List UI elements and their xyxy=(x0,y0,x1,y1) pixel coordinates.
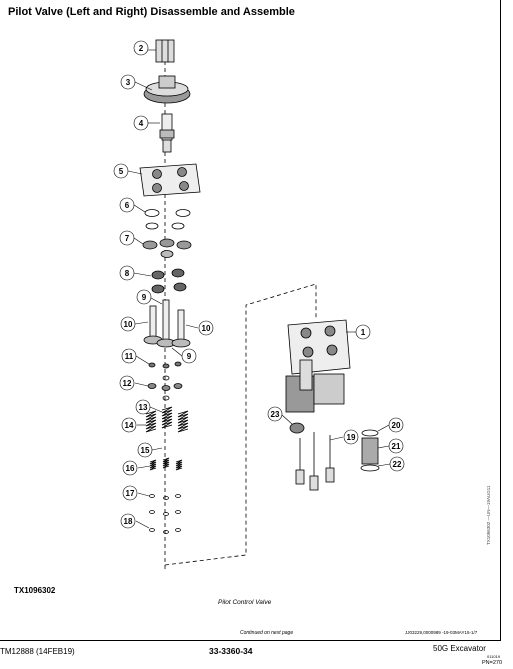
part-bushing xyxy=(289,422,305,434)
svg-text:5: 5 xyxy=(119,167,124,176)
svg-text:9: 9 xyxy=(187,352,192,361)
svg-text:11: 11 xyxy=(125,352,134,361)
callout-17 xyxy=(122,485,138,501)
callout-19 xyxy=(343,429,359,445)
svg-text:6: 6 xyxy=(125,201,130,210)
part-springs xyxy=(145,406,189,433)
part-seals xyxy=(144,209,191,230)
continued-note: Continued on next page xyxy=(240,630,294,636)
svg-text:15: 15 xyxy=(141,446,150,455)
figure-caption: Pilot Control Valve xyxy=(218,599,272,606)
footer-model: 50G Excavator xyxy=(433,644,486,653)
callout-4 xyxy=(133,115,149,131)
svg-text:10: 10 xyxy=(202,324,211,333)
reference-code: JJ03229,0000989 -19-03MAY15-1/7 xyxy=(405,630,478,635)
svg-text:23: 23 xyxy=(271,410,280,419)
svg-text:7: 7 xyxy=(125,234,130,243)
part-probes xyxy=(295,432,335,491)
part-plug-ring xyxy=(360,429,380,472)
svg-text:2: 2 xyxy=(139,44,144,53)
callout-1 xyxy=(355,324,371,340)
svg-text:1: 1 xyxy=(361,328,366,337)
part-shims xyxy=(149,494,181,534)
callout-9a xyxy=(136,289,152,305)
part-small-washers xyxy=(147,361,183,401)
callout-6 xyxy=(119,197,135,213)
svg-text:21: 21 xyxy=(392,442,401,451)
callout-11 xyxy=(121,348,137,364)
callout-5 xyxy=(113,163,129,179)
callout-10b xyxy=(198,320,214,336)
part-bushings xyxy=(142,238,192,258)
svg-text:3: 3 xyxy=(126,78,131,87)
callout-12 xyxy=(119,375,135,391)
assembly-guide-line xyxy=(164,283,317,566)
svg-text:13: 13 xyxy=(139,403,148,412)
svg-text:4: 4 xyxy=(139,119,144,128)
svg-text:20: 20 xyxy=(392,421,401,430)
callout-14 xyxy=(121,417,137,433)
part-pusher xyxy=(159,113,175,153)
figure-id: TX1096302 xyxy=(14,586,56,595)
part-spool-assemblies xyxy=(143,299,191,348)
callout-15 xyxy=(137,442,153,458)
footer-page-number: 33-3360-34 xyxy=(209,646,253,656)
callout-9b xyxy=(181,348,197,364)
svg-text:14: 14 xyxy=(125,421,134,430)
part-nut xyxy=(155,39,175,63)
callout-20 xyxy=(388,417,404,433)
footer-pn: PN=270 xyxy=(482,660,503,666)
part-plate xyxy=(143,75,191,104)
part-small-springs xyxy=(149,457,183,471)
footer-manual-id: TM12888 (14FEB19) xyxy=(0,647,75,656)
part-plate-four-holes xyxy=(139,163,201,197)
svg-text:8: 8 xyxy=(125,269,130,278)
callout-8 xyxy=(119,265,135,281)
page-frame-right xyxy=(500,0,501,640)
callout-13 xyxy=(135,399,151,415)
svg-text:19: 19 xyxy=(347,433,356,442)
side-figure-code: TX1096302 —UN—19AUG11 xyxy=(486,485,491,545)
svg-text:22: 22 xyxy=(393,460,402,469)
svg-text:18: 18 xyxy=(124,517,133,526)
callout-7 xyxy=(119,230,135,246)
callout-21 xyxy=(388,438,404,454)
svg-text:17: 17 xyxy=(126,489,135,498)
footer-date-code: 011019 xyxy=(487,654,501,659)
callouts xyxy=(113,40,405,529)
part-valve-body xyxy=(285,319,351,413)
svg-text:12: 12 xyxy=(123,379,132,388)
page-frame-bottom xyxy=(0,640,501,641)
svg-text:9: 9 xyxy=(142,293,147,302)
callout-18 xyxy=(120,513,136,529)
callout-2 xyxy=(133,40,149,56)
svg-text:16: 16 xyxy=(126,464,135,473)
svg-text:10: 10 xyxy=(124,320,133,329)
callout-10a xyxy=(120,316,136,332)
callout-23 xyxy=(267,406,283,422)
page-title: Pilot Valve (Left and Right) Disassemble… xyxy=(8,6,295,18)
callout-16 xyxy=(122,460,138,476)
part-rings xyxy=(151,268,187,294)
callout-22 xyxy=(389,456,405,472)
callout-3 xyxy=(120,74,136,90)
